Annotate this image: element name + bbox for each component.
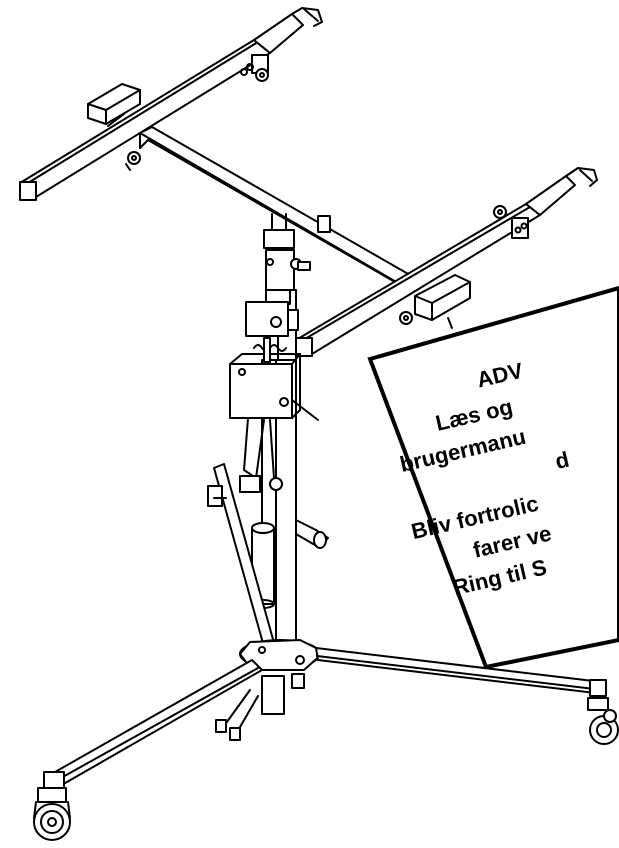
base-plate	[239, 639, 328, 689]
warning-card: ADV Læs og brugermanu d Bliv fortrolic f…	[367, 285, 619, 670]
crank-handle	[295, 519, 329, 549]
base-leg-rear	[215, 675, 285, 741]
caster-left	[33, 787, 71, 841]
base-leg-left	[43, 659, 263, 789]
winch-box	[229, 337, 319, 493]
right-cradle-arm	[295, 167, 598, 357]
left-cradle-arm	[19, 7, 323, 201]
tilt-head	[263, 213, 331, 291]
base-leg-right	[315, 647, 607, 697]
caster-right	[587, 697, 619, 745]
warning-line-4: d	[553, 447, 572, 474]
